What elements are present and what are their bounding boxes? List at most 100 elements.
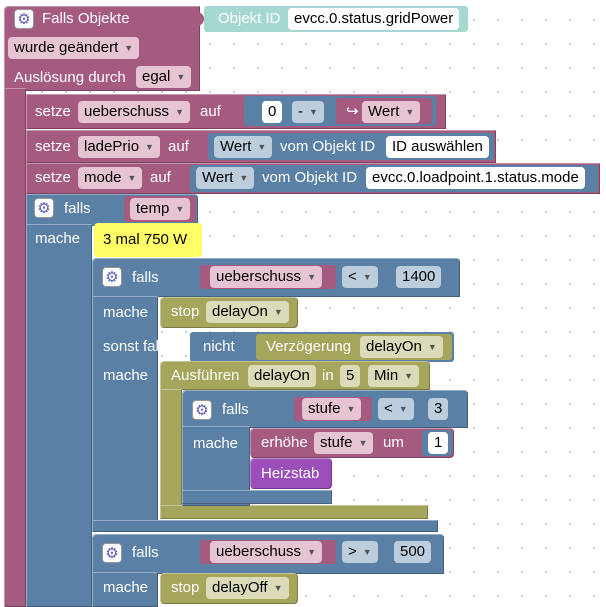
from-object-label: vom Objekt ID [262, 169, 358, 186]
dropdown-arrow-icon: ▼ [307, 272, 316, 282]
exec-footer [160, 505, 428, 519]
if-temp-spine [26, 224, 92, 607]
dropdown-arrow-icon: ▼ [273, 583, 283, 593]
variable-dropdown[interactable]: mode▼ [78, 167, 143, 189]
number-field[interactable]: 1400 [396, 266, 442, 288]
do-label: mache [103, 579, 149, 596]
timer-dropdown[interactable]: delayOn▼ [360, 336, 443, 358]
object-id-field[interactable]: evcc.0.loadpoint.1.status.mode [366, 167, 585, 189]
object-id-field[interactable]: evcc.0.status.gridPower [288, 8, 460, 30]
dropdown-arrow-icon: ▼ [358, 438, 368, 448]
dropdown-arrow-icon: ▼ [346, 404, 356, 414]
event-title: Falls Objekte [42, 10, 130, 27]
exec-label: Ausführen [171, 367, 240, 384]
number-field[interactable]: 1 [428, 432, 449, 454]
value-dropdown[interactable]: Wert▼ [362, 101, 421, 123]
trigger-by-dropdown[interactable]: egal ▼ [136, 66, 192, 88]
dropdown-arrow-icon: ▼ [124, 43, 134, 53]
dropdown-arrow-icon: ▼ [398, 404, 408, 414]
set-on-label: auf [168, 138, 189, 155]
set-on-label: auf [150, 169, 171, 186]
gear-icon[interactable]: ⚙ [14, 9, 34, 29]
exec-spine [160, 389, 182, 517]
value-type-dropdown[interactable]: Wert▼ [214, 136, 273, 158]
number-field[interactable]: 500 [394, 541, 432, 563]
variable-dropdown[interactable]: ueberschuss▼ [210, 541, 322, 563]
amount-field[interactable]: 5 [340, 365, 361, 387]
if-1400-footer [92, 520, 438, 532]
variable-dropdown[interactable]: ueberschuss▼ [78, 101, 190, 123]
operator-dropdown[interactable]: <▼ [342, 266, 378, 288]
operator-dropdown[interactable]: >▼ [342, 541, 378, 563]
dropdown-arrow-icon: ▼ [404, 371, 414, 381]
variable-dropdown[interactable]: temp▼ [130, 198, 191, 220]
exec-in-label: in [322, 367, 334, 384]
function-call-block[interactable] [250, 458, 332, 489]
comment-bubble[interactable] [94, 223, 202, 257]
dropdown-arrow-icon: ▼ [307, 547, 316, 557]
if-keyword: falls [64, 200, 91, 217]
connector-notch [196, 12, 204, 26]
trigger-dropdown[interactable]: wurde geändert ▼ [8, 37, 140, 59]
gear-icon[interactable]: ⚙ [102, 267, 122, 287]
event-block-spine [4, 88, 26, 607]
dropdown-arrow-icon: ▼ [362, 272, 372, 282]
if-1400-spine [92, 296, 158, 528]
operator-dropdown[interactable]: <▼ [378, 398, 414, 420]
do-label: mache [35, 230, 81, 247]
timer-dropdown[interactable]: delayOn [248, 365, 316, 387]
gear-icon[interactable]: ⚙ [102, 543, 122, 563]
dropdown-arrow-icon: ▼ [309, 107, 318, 117]
return-arrow-icon: ↪ [346, 103, 359, 120]
dropdown-arrow-icon: ▼ [175, 204, 185, 214]
else-if-label: sonst falls [103, 338, 170, 355]
stop-label: stop [171, 579, 200, 596]
dropdown-arrow-icon: ▼ [405, 107, 415, 117]
dropdown-arrow-icon: ▼ [427, 342, 437, 352]
timer-dropdown[interactable]: delayOn▼ [206, 301, 289, 323]
if-keyword: falls [132, 269, 159, 286]
dropdown-arrow-icon: ▼ [362, 547, 372, 557]
dropdown-arrow-icon: ▼ [176, 72, 186, 82]
set-keyword: setze [35, 138, 71, 155]
from-object-label: vom Objekt ID [280, 138, 376, 155]
trigger-by-value: egal [142, 68, 171, 85]
increase-label: erhöhe [261, 434, 308, 451]
timer-dropdown[interactable]: delayOff▼ [206, 577, 289, 599]
variable-dropdown[interactable]: ueberschuss▼ [210, 266, 322, 288]
do-label: mache [193, 435, 239, 452]
do-label: mache [103, 367, 149, 384]
gear-icon[interactable]: ⚙ [34, 198, 54, 218]
dropdown-arrow-icon: ▼ [273, 307, 283, 317]
if-keyword: falls [222, 401, 249, 418]
unit-dropdown[interactable]: Min▼ [368, 365, 420, 387]
variable-dropdown[interactable]: ladePrio▼ [78, 136, 160, 158]
not-label: nicht [203, 338, 235, 355]
comment-text: 3 mal 750 W [103, 231, 188, 248]
if-stufe-footer [182, 490, 332, 504]
delay-label: Verzögerung [266, 338, 352, 355]
trigger-value: wurde geändert [14, 39, 119, 56]
dropdown-arrow-icon: ▼ [145, 142, 154, 152]
object-id-label: Objekt ID [218, 10, 281, 27]
dropdown-arrow-icon: ▼ [127, 173, 137, 183]
value-type-dropdown[interactable]: Wert▼ [196, 167, 255, 189]
object-id-select[interactable]: ID auswählen [386, 136, 489, 158]
function-label: Heizstab [261, 465, 320, 482]
operator-dropdown[interactable]: -▼ [292, 101, 324, 123]
if-keyword: falls [132, 544, 159, 561]
number-field[interactable]: 3 [428, 398, 449, 420]
set-keyword: setze [35, 103, 71, 120]
gear-icon[interactable]: ⚙ [192, 400, 212, 420]
trigger-by-label: Auslösung durch [14, 69, 126, 86]
increase-by-label: um [383, 434, 404, 451]
number-field[interactable]: 0 [262, 101, 283, 123]
variable-dropdown[interactable]: stufe▼ [302, 398, 362, 420]
do-label: mache [103, 304, 149, 321]
dropdown-arrow-icon: ▼ [257, 142, 267, 152]
dropdown-arrow-icon: ▼ [239, 173, 249, 183]
set-keyword: setze [35, 169, 71, 186]
dropdown-arrow-icon: ▼ [175, 107, 184, 117]
variable-dropdown[interactable]: stufe▼ [314, 432, 374, 454]
stop-label: stop [171, 303, 200, 320]
